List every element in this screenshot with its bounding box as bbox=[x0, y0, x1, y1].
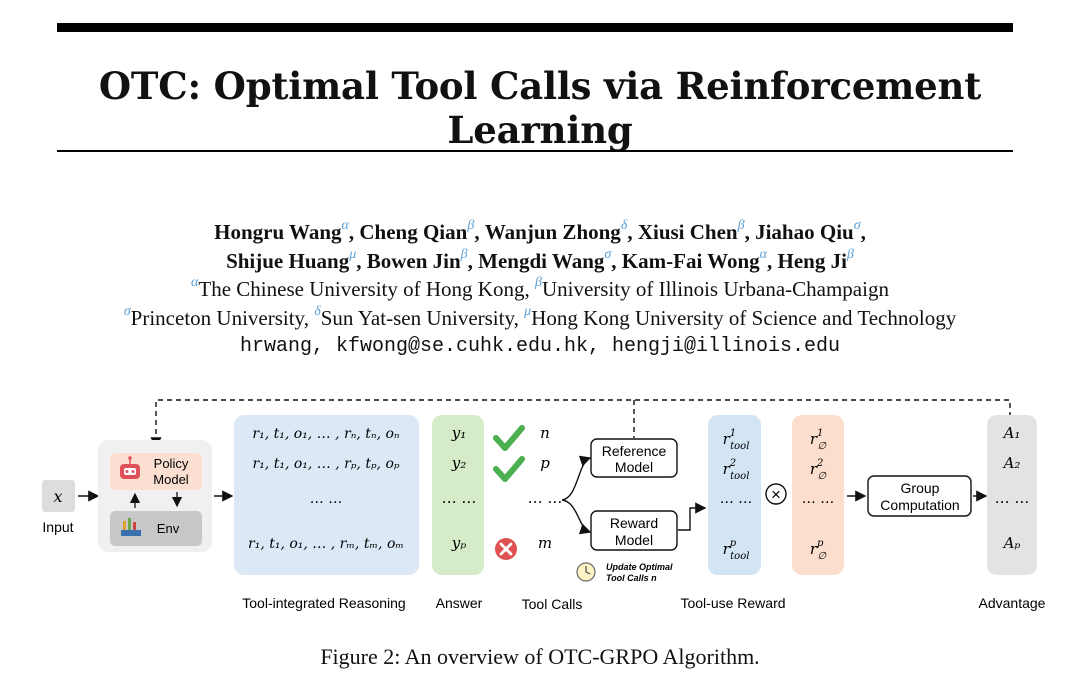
affiliation: βUniversity of Illinois Urbana-Champaign bbox=[534, 275, 889, 301]
affiliation: σPrinceton University, bbox=[123, 304, 315, 330]
phi-reward-value: r1∅ bbox=[810, 428, 828, 452]
author-name: Jiahao Qiuσ, bbox=[755, 218, 866, 244]
reference-model-label-line2: Model bbox=[615, 459, 653, 475]
reward-ellipsis: … … bbox=[802, 491, 834, 507]
phi-reward-panel bbox=[792, 415, 844, 575]
answer-panel bbox=[432, 415, 484, 575]
tool-calls-label: Tool Calls bbox=[522, 596, 583, 612]
env-label: Env bbox=[157, 521, 180, 536]
author-name: Xiusi Chenβ, bbox=[637, 218, 756, 244]
check-icon bbox=[493, 456, 525, 482]
reference-model-box bbox=[590, 438, 678, 478]
affiliations-line-2: σPrinceton University, δSun Yat-sen Univ… bbox=[0, 304, 1080, 331]
reasoning-trajectory: r₁, t₁, o₁, … , rₘ, tₘ, oₘ bbox=[248, 536, 404, 552]
robot-icon bbox=[120, 456, 140, 479]
advantage-value: … … bbox=[995, 489, 1030, 507]
group-computation-label-line2: Computation bbox=[880, 497, 959, 513]
author-name: Bowen Jinβ, bbox=[366, 247, 479, 273]
cross-icon bbox=[495, 538, 517, 560]
phi-reward-value: r2∅ bbox=[810, 458, 828, 482]
otc-grpo-overview-figure: x Input Policy Model Env r₁, t₁, o₁, … ,… bbox=[42, 399, 1046, 612]
check-icon bbox=[493, 425, 525, 451]
reasoning-panel bbox=[234, 415, 419, 575]
affiliations-line-1: αThe Chinese University of Hong Kong, βU… bbox=[0, 275, 1080, 302]
reward-to-tool-reward-arrow bbox=[678, 502, 707, 531]
affiliation: μHong Kong University of Science and Tec… bbox=[524, 304, 957, 330]
answer-value: y₂ bbox=[451, 454, 467, 472]
advantage-value: A₂ bbox=[1002, 454, 1021, 472]
advantage-label: Advantage bbox=[979, 595, 1046, 611]
toolbox-icon bbox=[121, 518, 141, 536]
answer-value: … … bbox=[442, 489, 477, 507]
update-clock-icon bbox=[576, 562, 596, 582]
policy-model-label-line2: Model bbox=[153, 472, 189, 487]
group-computation-label-line1: Group bbox=[901, 480, 940, 496]
phi-reward-value: rp∅ bbox=[810, 538, 828, 562]
author-name: Hongru Wangα, bbox=[214, 218, 360, 244]
tool-call-count: m bbox=[538, 534, 552, 552]
multiply-symbol: × bbox=[771, 485, 781, 504]
env-box bbox=[110, 511, 202, 546]
author-emails: hrwang, kfwong@se.cuhk.edu.hk, hengji@il… bbox=[239, 335, 841, 358]
tool-call-count: … … bbox=[528, 489, 563, 507]
reward-model-label-line2: Model bbox=[615, 532, 653, 548]
figure-caption: Figure 2: An overview of OTC-GRPO Algori… bbox=[320, 644, 760, 669]
answer-value: yₚ bbox=[451, 534, 466, 552]
tool-reward-label: Tool-use Reward bbox=[680, 595, 785, 611]
advantage-panel bbox=[987, 415, 1037, 575]
reasoning-label: Tool-integrated Reasoning bbox=[242, 595, 405, 611]
tool-call-count: n bbox=[540, 424, 550, 442]
affiliation: δSun Yat-sen University, bbox=[314, 304, 525, 330]
update-label-line2: Tool Calls n bbox=[606, 573, 657, 583]
authors-line-2: Shijue Huangμ, Bowen Jinβ, Mengdi Wangσ,… bbox=[0, 247, 1080, 274]
feedback-dashed-line bbox=[150, 399, 1011, 449]
author-name: Wanjun Zhongδ, bbox=[484, 218, 638, 244]
policy-model-label-line1: Policy bbox=[154, 456, 189, 471]
author-name: Mengdi Wangσ, bbox=[478, 247, 622, 273]
branch-to-reward-arrow bbox=[561, 499, 592, 535]
group-computation-box bbox=[867, 475, 972, 517]
input-label: Input bbox=[42, 519, 73, 535]
reward-ellipsis: … … bbox=[720, 491, 752, 507]
reference-model-label-line1: Reference bbox=[602, 443, 667, 459]
tool-call-count: p bbox=[540, 454, 550, 472]
author-name: Heng Jiβ bbox=[777, 247, 854, 273]
input-box bbox=[42, 480, 75, 512]
reasoning-trajectory: r₁, t₁, o₁, … , rₙ, tₙ, oₙ bbox=[252, 426, 400, 442]
advantage-value: A₁ bbox=[1002, 424, 1021, 442]
branch-to-reference-arrow bbox=[561, 455, 592, 501]
tool-reward-panel bbox=[708, 415, 761, 575]
answer-label: Answer bbox=[436, 595, 483, 611]
reward-model-label-line1: Reward bbox=[610, 515, 658, 531]
multiply-icon bbox=[765, 483, 787, 505]
author-name: Kam-Fai Wongα, bbox=[621, 247, 778, 273]
top-rule bbox=[57, 23, 1013, 32]
reasoning-trajectory: r₁, t₁, o₁, … , rₚ, tₚ, oₚ bbox=[253, 456, 400, 472]
answer-value: y₁ bbox=[451, 424, 467, 442]
input-symbol: x bbox=[53, 487, 62, 506]
paper-title: OTC: Optimal Tool Calls via Reinforcemen… bbox=[98, 64, 982, 152]
update-label-line1: Update Optimal bbox=[606, 562, 673, 572]
reward-model-box bbox=[590, 510, 678, 551]
author-name: Shijue Huangμ, bbox=[226, 247, 367, 273]
affiliation: αThe Chinese University of Hong Kong, bbox=[191, 275, 535, 301]
author-name: Cheng Qianβ, bbox=[359, 218, 485, 244]
bottom-rule bbox=[57, 150, 1013, 152]
policy-model-box bbox=[110, 453, 202, 490]
authors-line-1: Hongru Wangα, Cheng Qianβ, Wanjun Zhongδ… bbox=[0, 218, 1080, 245]
reasoning-trajectory: … … bbox=[310, 491, 342, 507]
advantage-value: Aₚ bbox=[1002, 534, 1021, 552]
